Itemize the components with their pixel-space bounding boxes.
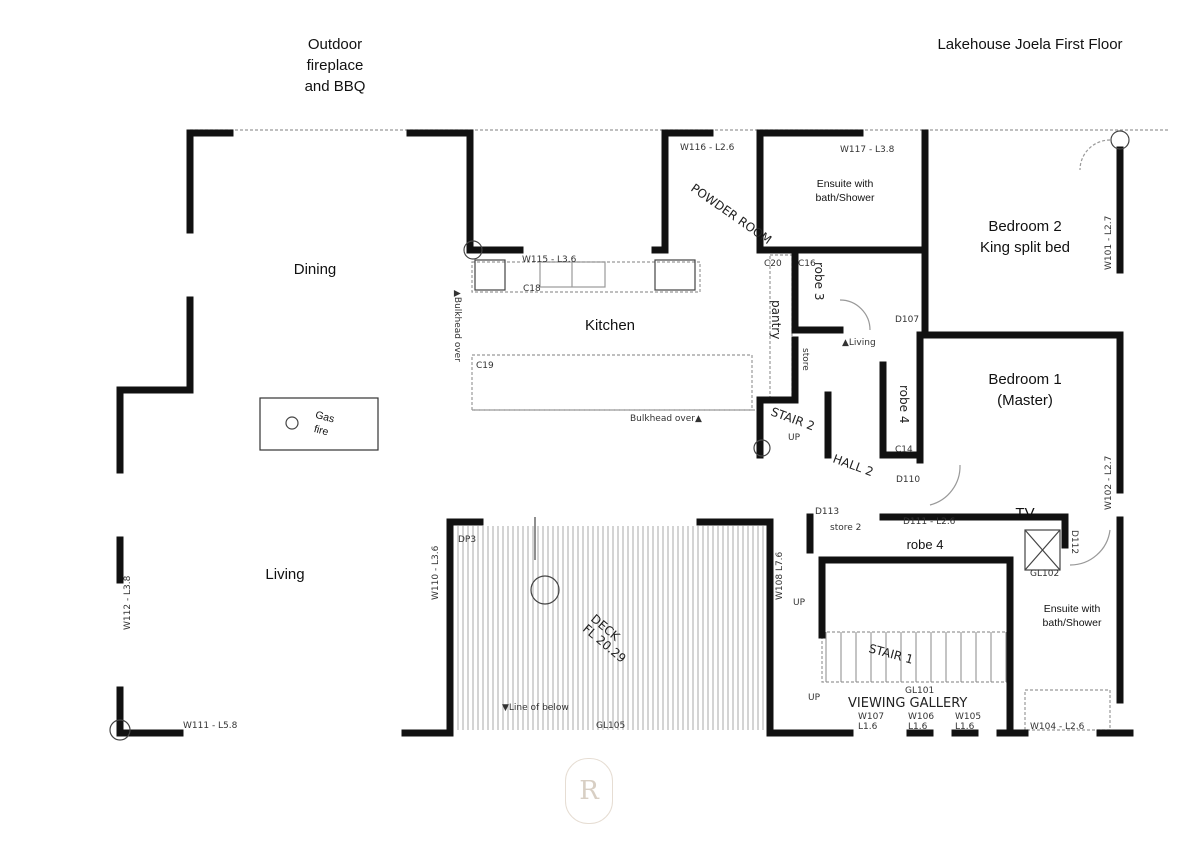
d112-label: D112 xyxy=(1069,530,1079,554)
pantry-label: pantry xyxy=(769,300,783,339)
gl105-label: GL105 xyxy=(596,721,625,731)
w110-label: W110 - L3.6 xyxy=(431,545,441,600)
w108-label: W108 L7.6 xyxy=(775,551,785,600)
d107-label: D107 xyxy=(895,315,919,325)
up-label-1: UP xyxy=(788,433,801,443)
w111-label: W111 - L5.8 xyxy=(183,721,238,731)
w102-label: W102 - L2.7 xyxy=(1104,456,1114,510)
viewing-gallery-label: VIEWING GALLERY xyxy=(848,696,967,711)
c18-label: C18 xyxy=(523,284,541,294)
room-ensuite-bottom: Ensuite with bath/Shower xyxy=(1042,603,1102,629)
line-below-label: ▼Line of below xyxy=(502,703,569,713)
robe3-label: robe 3 xyxy=(812,262,826,300)
w101-label: W101 - L2.7 xyxy=(1104,216,1114,270)
walls xyxy=(116,129,1134,737)
dp3-label: DP3 xyxy=(458,535,476,545)
up-label-2: UP xyxy=(793,598,806,608)
room-dining: Dining xyxy=(293,261,337,278)
w115-label: W115 - L3.6 xyxy=(522,255,577,265)
room-bedroom-1: Bedroom 1 (Master) xyxy=(988,371,1062,409)
tv-label: TV xyxy=(1015,505,1035,522)
store-label: store xyxy=(800,348,810,371)
bulkhead-left-label: ▲Bulkhead over xyxy=(452,290,462,362)
room-living: Living xyxy=(265,566,305,583)
living-arrow-label: ▲Living xyxy=(842,338,876,348)
robe4-label: robe 4 xyxy=(906,537,944,552)
w116-label: W116 - L2.6 xyxy=(680,143,735,153)
deck-boards xyxy=(457,526,764,730)
room-kitchen: Kitchen xyxy=(584,317,636,334)
outdoor-fireplace-note: Outdoor fireplace and BBQ xyxy=(304,36,366,95)
c16-label: C16 xyxy=(798,259,816,269)
gl101-label: GL101 xyxy=(905,686,934,696)
w104-label: W104 - L2.6 xyxy=(1030,722,1085,732)
w112-label: W112 - L3.8 xyxy=(123,575,133,630)
stair2-label: STAIR 2 xyxy=(769,405,817,434)
d113-label: D113 xyxy=(815,507,839,517)
room-ensuite-top: Ensuite with bath/Shower xyxy=(815,178,875,204)
brand-logo: R xyxy=(565,758,613,824)
gl102-label: GL102 xyxy=(1030,569,1059,579)
c14-label: C14 xyxy=(895,445,913,455)
c19-label: C19 xyxy=(476,361,494,371)
store2-label: store 2 xyxy=(830,523,861,533)
c20-label: C20 xyxy=(764,259,782,269)
bulkhead-bottom-label: Bulkhead over▲ xyxy=(630,414,702,424)
d110-label: D110 xyxy=(896,475,920,485)
plan-title: Lakehouse Joela First Floor xyxy=(937,36,1123,53)
fixtures xyxy=(109,130,1130,741)
hall2-label: HALL 2 xyxy=(831,452,875,480)
stair-treads xyxy=(825,632,1007,682)
stair1-label: STAIR 1 xyxy=(867,641,915,666)
room-bedroom-2: Bedroom 2 King split bed xyxy=(979,218,1071,256)
d111-label: D111 - L2.6 xyxy=(903,517,956,527)
robe4-vertical-label: robe 4 xyxy=(897,385,911,423)
w117-label: W117 - L3.8 xyxy=(840,145,895,155)
up-label-3: UP xyxy=(808,693,821,703)
